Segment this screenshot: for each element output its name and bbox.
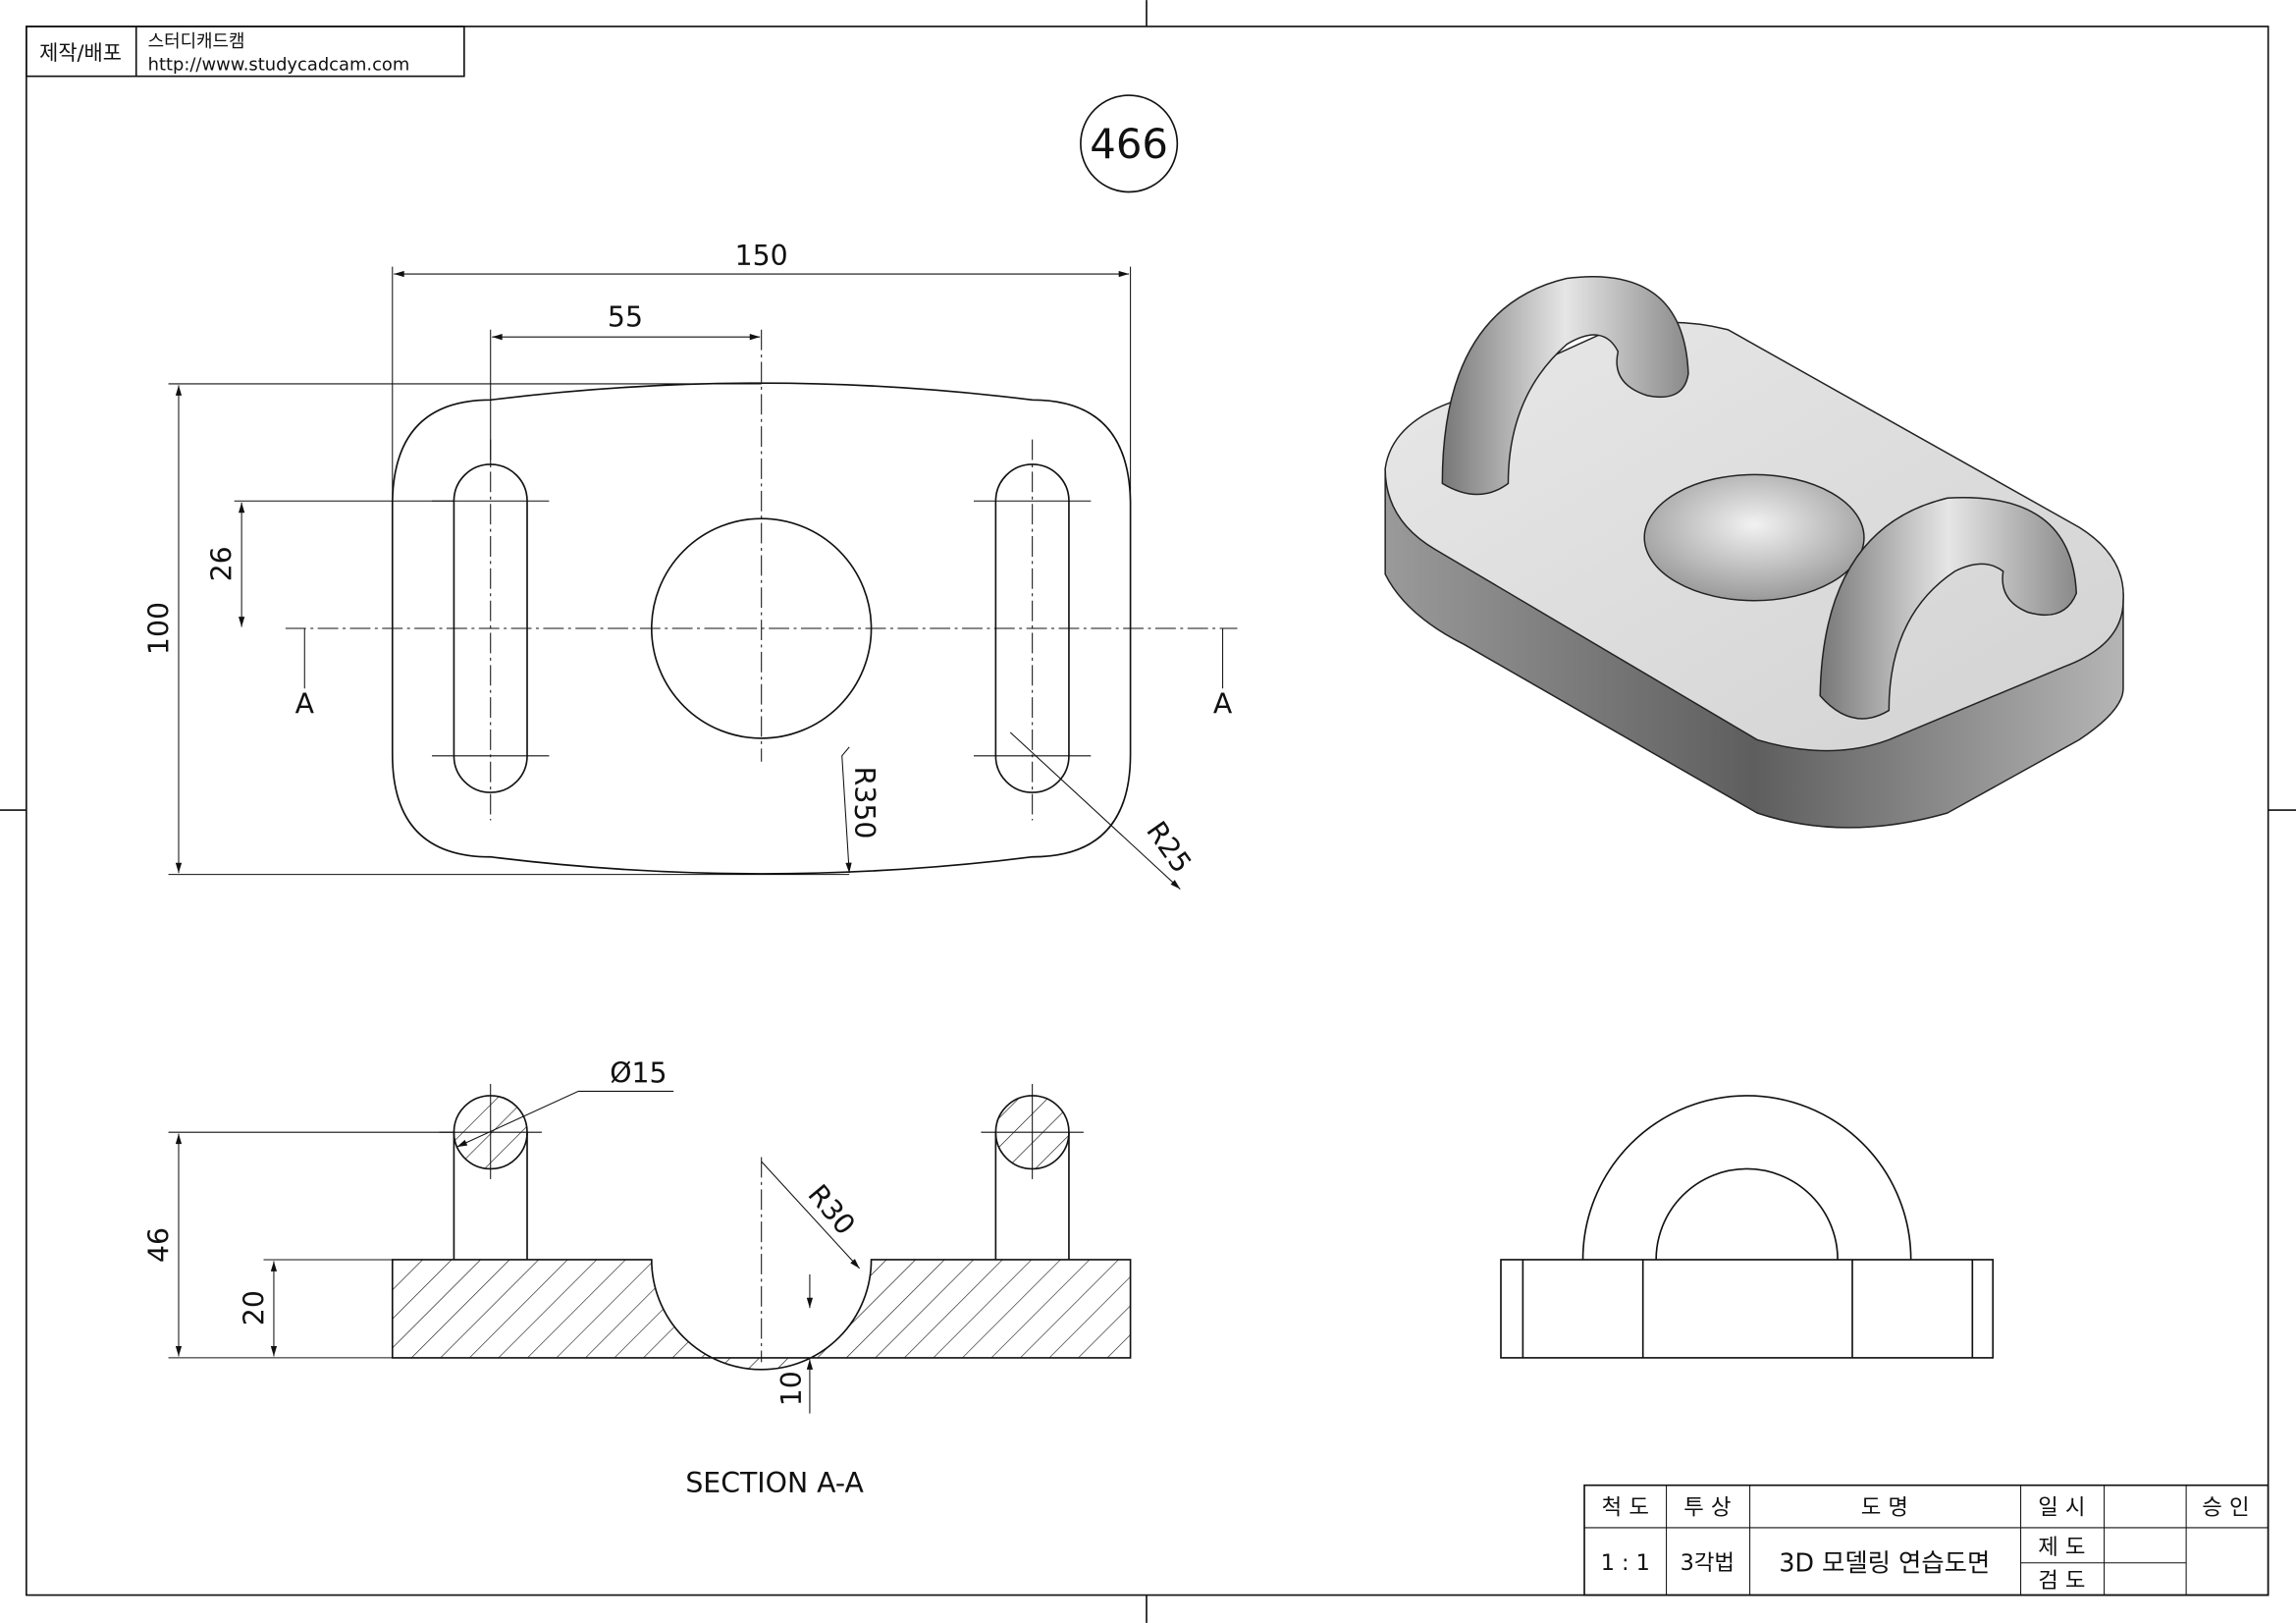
dim-arc-radius: R350 (848, 767, 881, 839)
dim-corner-radius: R25 (1140, 816, 1198, 880)
dim-offset: 26 (206, 546, 239, 581)
title-block: 척 도 투 상 도 명 일 시 승 인 1 : 1 3각법 3D 모델링 연습도… (1583, 1484, 2269, 1596)
scale-label: 척 도 (1602, 1495, 1649, 1521)
drawing-number-circle (1080, 94, 1179, 193)
dim-plate-thickness: 20 (239, 1290, 271, 1325)
projection-label: 투 상 (1683, 1495, 1731, 1521)
section-mark-left: A (295, 688, 315, 721)
side-view (1500, 1095, 1995, 1359)
dim-bowl-depth: 10 (775, 1371, 808, 1406)
isometric-view (1384, 276, 2124, 829)
drawing-number: 466 (1090, 120, 1168, 168)
dim-boss-diameter: Ø15 (610, 1056, 667, 1089)
section-view: Ø15 46 20 10 R30 SECTION A-A (143, 1056, 1132, 1499)
date-label: 일 시 (2038, 1495, 2085, 1521)
section-mark-right: A (1213, 688, 1233, 721)
name-label: 도 명 (1861, 1495, 1908, 1521)
dim-total-height: 46 (143, 1227, 176, 1263)
section-caption: SECTION A-A (685, 1467, 864, 1499)
drawn-label: 제 도 (2038, 1535, 2085, 1560)
scale-value: 1 : 1 (1601, 1550, 1650, 1576)
approve-label: 승 인 (2202, 1495, 2249, 1521)
dim-width: 150 (735, 240, 788, 272)
projection-value: 3각법 (1681, 1550, 1735, 1576)
drawing-name: 3D 모델링 연습도면 (1779, 1548, 1990, 1578)
header-label: 제작/배포 (39, 41, 122, 65)
dim-height: 100 (143, 602, 176, 655)
checked-label: 검 도 (2038, 1568, 2085, 1594)
header-box: 제작/배포 스터디캐드캠 http://www.studycadcam.com (26, 26, 465, 78)
top-view: 150 55 100 26 A A R350 R25 (143, 240, 1238, 890)
header-company: 스터디캐드캠 (148, 31, 245, 52)
dim-slot-spacing: 55 (608, 301, 643, 334)
dim-bowl-radius: R30 (802, 1178, 862, 1241)
header-url[interactable]: http://www.studycadcam.com (148, 55, 410, 76)
